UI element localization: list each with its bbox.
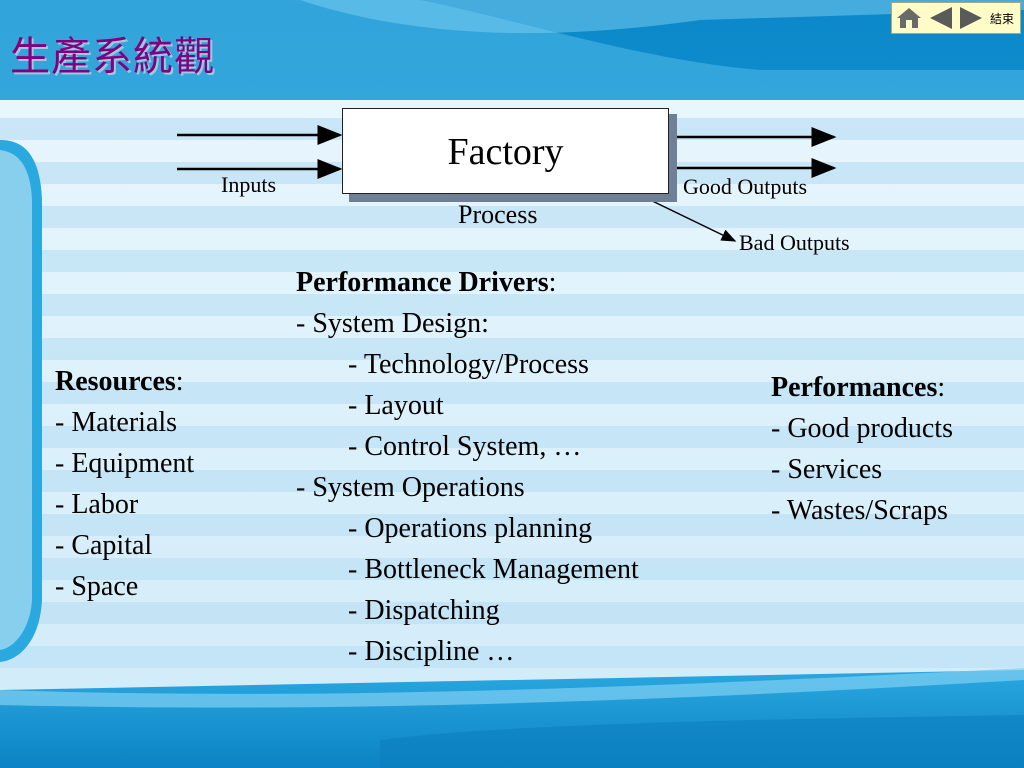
resource-item: - Equipment <box>55 448 195 479</box>
driver-line: - Layout <box>348 390 444 421</box>
resource-item: - Capital <box>55 530 153 561</box>
drivers-block: Performance Drivers: - System Design: - … <box>296 262 639 672</box>
factory-box: Factory <box>342 108 669 194</box>
driver-line: - System Design: <box>296 308 489 339</box>
triangle-right-icon[interactable] <box>956 5 986 31</box>
resource-item: - Labor <box>55 489 139 520</box>
home-icon[interactable] <box>894 5 924 31</box>
performance-item: - Wastes/Scraps <box>771 495 948 526</box>
driver-line: - Bottleneck Management <box>348 554 639 585</box>
slide-nav-bar: 結束 <box>891 2 1021 34</box>
driver-line: - Operations planning <box>348 513 593 544</box>
slide-title: 生產系統觀 <box>10 34 215 80</box>
inputs-label: Inputs <box>221 172 276 197</box>
driver-line: - Technology/Process <box>348 349 589 380</box>
performances-heading: Performances: <box>771 372 946 403</box>
driver-line: - Control System, … <box>348 431 582 462</box>
driver-line: - Dispatching <box>348 595 500 626</box>
resource-item: - Space <box>55 571 139 602</box>
bad-output-arrow <box>641 195 737 242</box>
performance-item: - Good products <box>771 413 953 444</box>
performances-block: Performances: - Good products - Services… <box>771 367 953 531</box>
triangle-left-icon[interactable] <box>926 5 956 31</box>
bad-outputs-label: Bad Outputs <box>739 230 850 255</box>
driver-line: - Discipline … <box>348 636 515 667</box>
resources-block: Resources: - Materials - Equipment - Lab… <box>55 361 194 607</box>
resources-heading: Resources: <box>55 366 184 397</box>
good-outputs-label: Good Outputs <box>683 174 808 199</box>
end-show-button[interactable]: 結束 <box>990 12 1015 26</box>
resource-item: - Materials <box>55 407 178 438</box>
process-label: Process <box>458 200 538 229</box>
drivers-heading: Performance Drivers: <box>296 267 557 298</box>
driver-line: - System Operations <box>296 472 525 503</box>
performance-item: - Services <box>771 454 883 485</box>
